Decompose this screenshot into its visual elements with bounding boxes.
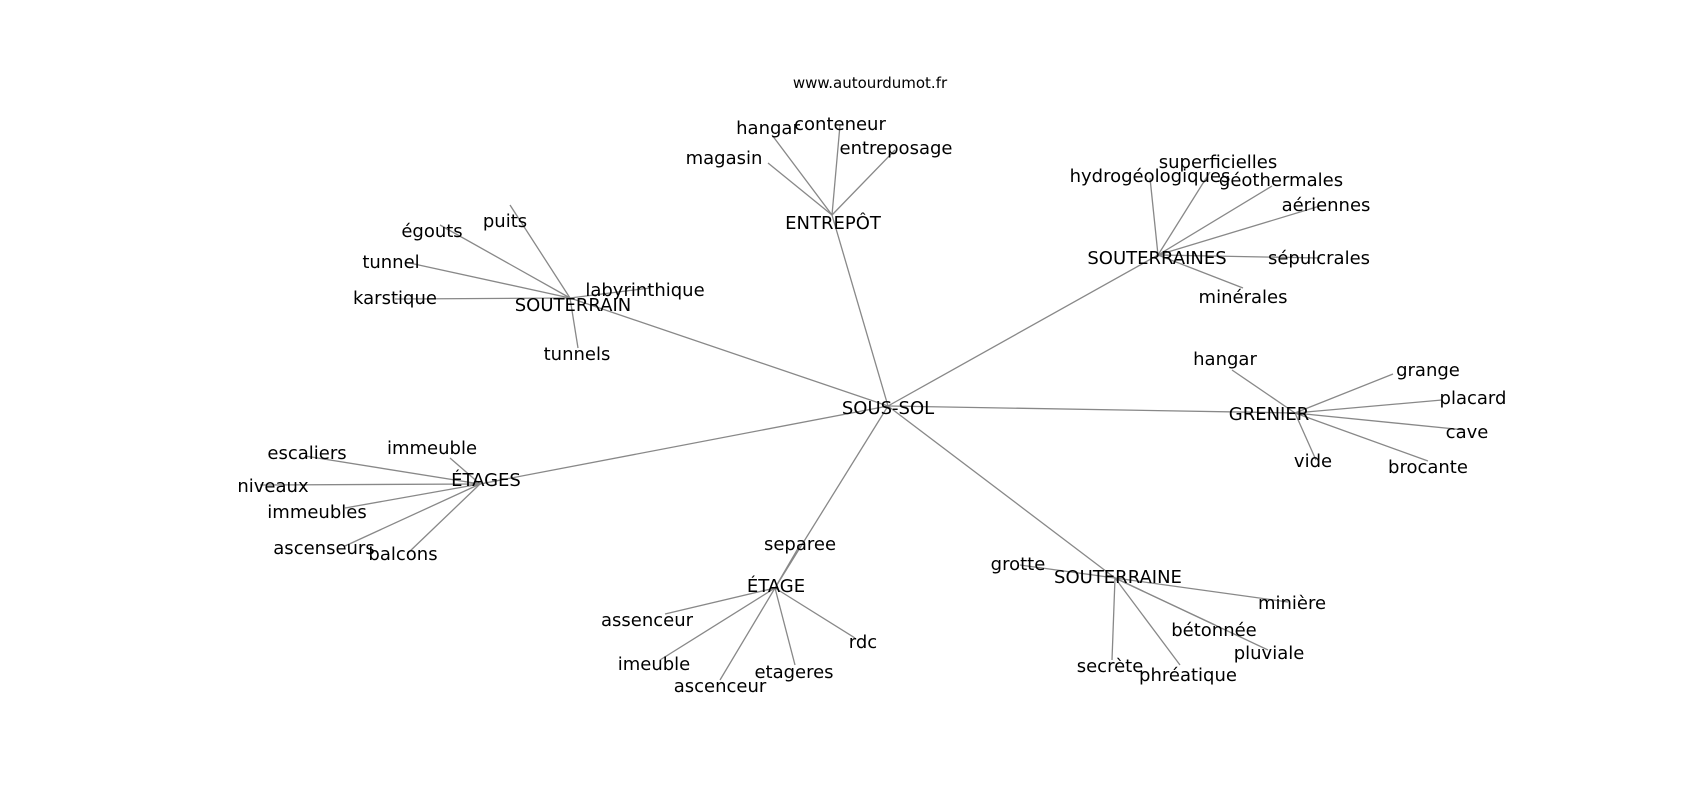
edge-etages-1 bbox=[449, 457, 481, 485]
leaf-node-souterrain-5: tunnels bbox=[544, 344, 611, 365]
edge-souterrain-3 bbox=[394, 297, 571, 300]
edge-souterraine-3 bbox=[1114, 577, 1269, 651]
leaf-node-entrepot-0: hangar bbox=[736, 118, 800, 139]
edge-souterraines-2 bbox=[1157, 185, 1273, 256]
center-node-label: SOUS-SOL bbox=[842, 398, 934, 419]
leaf-node-souterraines-5: minérales bbox=[1199, 287, 1288, 308]
leaf-node-souterraines-4: sépulcrales bbox=[1268, 248, 1370, 269]
edge-grenier-2 bbox=[1294, 399, 1443, 414]
edge-center-souterraine bbox=[887, 405, 1116, 579]
leaf-node-etages-4: ascenseurs bbox=[273, 538, 374, 559]
leaf-node-souterraines-2: géothermales bbox=[1219, 170, 1343, 191]
edge-entrepot-1 bbox=[831, 124, 841, 216]
leaf-node-entrepot-2: magasin bbox=[686, 148, 763, 169]
cluster-node-entrepot: ENTREPÔT bbox=[785, 212, 882, 234]
edge-etages-3 bbox=[344, 483, 481, 509]
edge-etages-0 bbox=[304, 455, 481, 485]
leaf-node-grenier-5: brocante bbox=[1388, 457, 1468, 478]
leaf-node-souterraine-0: grotte bbox=[991, 554, 1046, 575]
cluster-node-etage: ÉTAGE bbox=[747, 575, 805, 597]
leaf-node-souterrain-0: puits bbox=[483, 211, 527, 232]
edge-center-souterrain bbox=[569, 297, 889, 407]
edge-souterraine-5 bbox=[1114, 577, 1181, 666]
leaf-node-etage-1: assenceur bbox=[601, 610, 694, 631]
edge-souterrain-1 bbox=[439, 224, 571, 299]
leaf-node-souterraines-0: hydrogéologiques bbox=[1070, 166, 1231, 187]
edge-grenier-4 bbox=[1294, 412, 1317, 461]
leaf-node-entrepot-3: entreposage bbox=[840, 138, 953, 159]
edge-entrepot-3 bbox=[831, 149, 896, 216]
leaf-node-etages-1: immeuble bbox=[387, 438, 477, 459]
edge-souterraines-0 bbox=[1149, 177, 1159, 256]
leaf-node-etage-0: separee bbox=[764, 534, 836, 555]
edge-layer bbox=[259, 124, 1466, 681]
edge-etages-4 bbox=[344, 483, 481, 547]
cluster-node-grenier: GRENIER bbox=[1229, 404, 1309, 425]
leaf-node-souterraine-1: minière bbox=[1258, 593, 1326, 614]
cluster-node-souterraines: SOUTERRAINES bbox=[1087, 248, 1226, 269]
edge-grenier-1 bbox=[1294, 373, 1394, 414]
leaf-node-souterrain-2: tunnel bbox=[362, 252, 419, 273]
edge-souterraines-1 bbox=[1157, 171, 1211, 256]
edge-center-etage bbox=[774, 405, 889, 589]
edge-grenier-5 bbox=[1294, 412, 1429, 462]
edge-entrepot-0 bbox=[771, 134, 833, 216]
leaf-node-etages-3: immeubles bbox=[267, 502, 366, 523]
edge-etages-5 bbox=[407, 483, 481, 554]
edge-souterraine-4 bbox=[1111, 577, 1116, 661]
source-url: www.autourdumot.fr bbox=[793, 74, 948, 92]
leaf-node-grenier-0: hangar bbox=[1193, 349, 1257, 370]
edge-etage-1 bbox=[664, 587, 776, 615]
leaf-node-etages-2: niveaux bbox=[237, 476, 309, 497]
leaf-node-souterraine-4: secrète bbox=[1077, 656, 1144, 677]
edge-souterrain-5 bbox=[569, 297, 579, 349]
edge-souterrain-4 bbox=[569, 287, 651, 299]
leaf-node-etages-0: escaliers bbox=[267, 443, 346, 464]
leaf-node-grenier-2: placard bbox=[1440, 388, 1507, 409]
leaf-node-souterraine-2: bétonnée bbox=[1171, 620, 1257, 641]
edge-souterrain-0 bbox=[509, 204, 571, 299]
cluster-node-souterrain: SOUTERRAIN bbox=[515, 295, 632, 316]
leaf-node-etage-2: rdc bbox=[849, 632, 877, 653]
edge-grenier-3 bbox=[1294, 412, 1466, 431]
leaf-node-souterrain-3: karstique bbox=[353, 288, 437, 309]
edge-center-entrepot bbox=[831, 214, 889, 407]
leaf-node-grenier-4: vide bbox=[1294, 451, 1332, 472]
leaf-node-etages-5: balcons bbox=[368, 544, 437, 565]
leaf-node-etage-4: ascenceur bbox=[674, 676, 767, 697]
edge-etage-2 bbox=[774, 587, 856, 639]
leaf-node-grenier-1: grange bbox=[1396, 360, 1460, 381]
edge-center-etages bbox=[479, 405, 889, 485]
cluster-node-etages: ÉTAGES bbox=[451, 469, 521, 491]
leaf-node-etage-3: imeuble bbox=[618, 654, 691, 675]
edge-etage-5 bbox=[774, 587, 796, 666]
edge-center-souterraines bbox=[887, 254, 1159, 407]
cluster-node-souterraine: SOUTERRAINE bbox=[1054, 567, 1182, 588]
leaf-node-souterrain-1: égouts bbox=[401, 221, 462, 242]
edge-center-grenier bbox=[887, 405, 1296, 414]
edge-etage-0 bbox=[774, 544, 801, 589]
edge-etage-4 bbox=[719, 587, 776, 681]
leaf-node-souterraines-3: aériennes bbox=[1282, 195, 1371, 216]
edge-souterraines-5 bbox=[1157, 254, 1244, 289]
leaf-node-grenier-3: cave bbox=[1446, 422, 1489, 443]
leaf-node-etage-5: etageres bbox=[754, 662, 833, 683]
edge-souterrain-2 bbox=[404, 261, 571, 299]
leaf-node-souterraines-1: superficielles bbox=[1159, 152, 1277, 173]
edge-etages-2 bbox=[259, 483, 481, 486]
leaf-node-entrepot-1: conteneur bbox=[794, 114, 886, 135]
leaf-node-souterraine-3: pluviale bbox=[1234, 643, 1305, 664]
edge-souterraines-3 bbox=[1157, 205, 1321, 256]
edge-grenier-0 bbox=[1231, 369, 1296, 414]
leaf-node-souterrain-4: labyrinthique bbox=[585, 280, 704, 301]
leaf-node-souterraine-5: phréatique bbox=[1139, 665, 1237, 686]
edge-souterraines-4 bbox=[1157, 254, 1321, 259]
label-layer: SOUS-SOL SOUTERRAIN puits égouts tunnel karst… bbox=[237, 114, 1506, 697]
edge-entrepot-2 bbox=[767, 162, 833, 216]
edge-etage-3 bbox=[659, 587, 776, 661]
edge-souterraine-1 bbox=[1114, 577, 1289, 603]
edge-souterraine-0 bbox=[1019, 564, 1116, 579]
